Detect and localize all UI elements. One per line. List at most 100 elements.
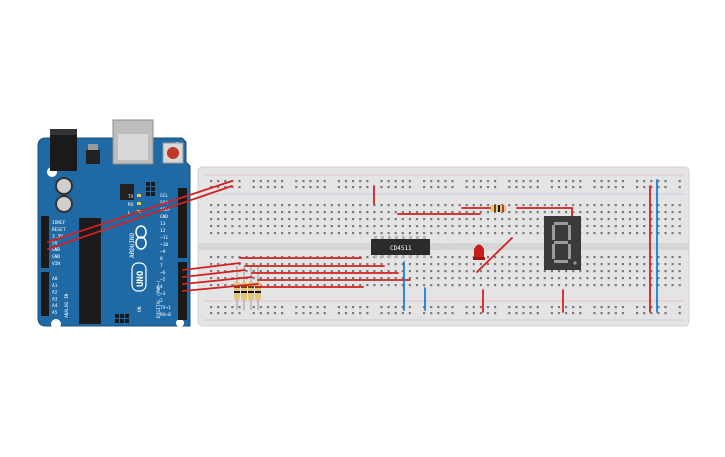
breadboard-hole[interactable] [529, 225, 532, 228]
breadboard-hole[interactable] [337, 312, 340, 315]
breadboard-hole[interactable] [316, 204, 319, 207]
breadboard-hole[interactable] [302, 284, 305, 287]
breadboard-hole[interactable] [494, 186, 497, 189]
breadboard-hole[interactable] [323, 232, 326, 235]
seven-segment-display[interactable] [544, 216, 581, 270]
breadboard-hole[interactable] [671, 232, 674, 235]
breadboard-hole[interactable] [245, 232, 248, 235]
breadboard-hole[interactable] [359, 186, 362, 189]
breadboard-hole[interactable] [494, 284, 497, 287]
breadboard-hole[interactable] [259, 225, 262, 228]
breadboard-hole[interactable] [494, 263, 497, 266]
breadboard-hole[interactable] [330, 263, 333, 266]
breadboard-hole[interactable] [245, 270, 248, 273]
breadboard-hole[interactable] [650, 218, 653, 221]
breadboard-hole[interactable] [337, 270, 340, 273]
breadboard-hole[interactable] [359, 218, 362, 221]
breadboard-hole[interactable] [273, 232, 277, 235]
breadboard-hole[interactable] [494, 270, 497, 273]
breadboard-hole[interactable] [423, 312, 426, 315]
breadboard-hole[interactable] [423, 232, 426, 235]
breadboard-hole[interactable] [266, 270, 269, 273]
breadboard-hole[interactable] [529, 204, 532, 207]
breadboard-hole[interactable] [643, 218, 646, 221]
breadboard-hole[interactable] [607, 306, 610, 309]
breadboard-hole[interactable] [252, 186, 255, 189]
breadboard-hole[interactable] [415, 277, 419, 280]
breadboard-hole[interactable] [316, 232, 319, 235]
breadboard-hole[interactable] [394, 284, 397, 287]
breadboard-hole[interactable] [238, 186, 241, 189]
breadboard-hole[interactable] [323, 263, 326, 266]
breadboard-hole[interactable] [337, 306, 340, 309]
breadboard-hole[interactable] [408, 232, 411, 235]
breadboard-hole[interactable] [224, 211, 227, 214]
breadboard-hole[interactable] [458, 270, 461, 273]
breadboard-hole[interactable] [323, 270, 326, 273]
breadboard-hole[interactable] [394, 277, 397, 280]
breadboard-hole[interactable] [621, 277, 624, 280]
breadboard-hole[interactable] [671, 225, 674, 228]
breadboard-hole[interactable] [522, 263, 525, 266]
breadboard-hole[interactable] [664, 312, 667, 315]
breadboard-hole[interactable] [408, 312, 411, 315]
breadboard-hole[interactable] [238, 218, 241, 221]
breadboard-hole[interactable] [380, 186, 383, 189]
breadboard-hole[interactable] [344, 277, 348, 280]
breadboard-hole[interactable] [437, 277, 440, 280]
breadboard-hole[interactable] [451, 284, 454, 287]
breadboard-hole[interactable] [557, 284, 561, 287]
breadboard-hole[interactable] [437, 312, 440, 315]
breadboard-hole[interactable] [224, 180, 227, 183]
breadboard-hole[interactable] [522, 225, 525, 228]
breadboard-hole[interactable] [508, 263, 511, 266]
breadboard-hole[interactable] [231, 204, 234, 207]
breadboard-hole[interactable] [494, 232, 497, 235]
breadboard-hole[interactable] [359, 225, 362, 228]
breadboard-hole[interactable] [288, 284, 291, 287]
breadboard-hole[interactable] [607, 180, 610, 183]
breadboard-hole[interactable] [295, 306, 298, 309]
breadboard-hole[interactable] [472, 306, 475, 309]
breadboard-hole[interactable] [337, 277, 340, 280]
breadboard-hole[interactable] [486, 256, 490, 259]
breadboard-hole[interactable] [657, 312, 660, 315]
breadboard-hole[interactable] [501, 270, 504, 273]
breadboard-hole[interactable] [529, 232, 532, 235]
breadboard-hole[interactable] [522, 256, 525, 259]
breadboard-hole[interactable] [380, 312, 383, 315]
breadboard-hole[interactable] [614, 277, 617, 280]
breadboard-hole[interactable] [650, 180, 653, 183]
breadboard-hole[interactable] [621, 218, 624, 221]
breadboard-hole[interactable] [366, 312, 369, 315]
breadboard-hole[interactable] [593, 186, 596, 189]
breadboard-hole[interactable] [266, 204, 269, 207]
breadboard-hole[interactable] [302, 218, 305, 221]
breadboard-hole[interactable] [266, 211, 269, 214]
breadboard-hole[interactable] [344, 263, 348, 266]
breadboard-hole[interactable] [486, 180, 490, 183]
breadboard-hole[interactable] [522, 284, 525, 287]
breadboard-hole[interactable] [437, 211, 440, 214]
breadboard-hole[interactable] [259, 180, 262, 183]
breadboard-hole[interactable] [373, 218, 376, 221]
breadboard-hole[interactable] [295, 263, 298, 266]
breadboard-hole[interactable] [316, 218, 319, 221]
breadboard-hole[interactable] [650, 186, 653, 189]
breadboard-hole[interactable] [508, 218, 511, 221]
breadboard-hole[interactable] [266, 180, 269, 183]
breadboard-hole[interactable] [366, 284, 369, 287]
breadboard-hole[interactable] [366, 204, 369, 207]
breadboard-hole[interactable] [217, 232, 220, 235]
breadboard-hole[interactable] [316, 270, 319, 273]
breadboard-hole[interactable] [536, 312, 539, 315]
breadboard-hole[interactable] [224, 270, 227, 273]
breadboard-hole[interactable] [565, 186, 568, 189]
breadboard-hole[interactable] [501, 284, 504, 287]
breadboard-hole[interactable] [465, 306, 468, 309]
breadboard-hole[interactable] [281, 277, 284, 280]
breadboard-hole[interactable] [586, 232, 589, 235]
breadboard-hole[interactable] [238, 312, 241, 315]
breadboard-hole[interactable] [430, 204, 433, 207]
breadboard-hole[interactable] [217, 284, 220, 287]
